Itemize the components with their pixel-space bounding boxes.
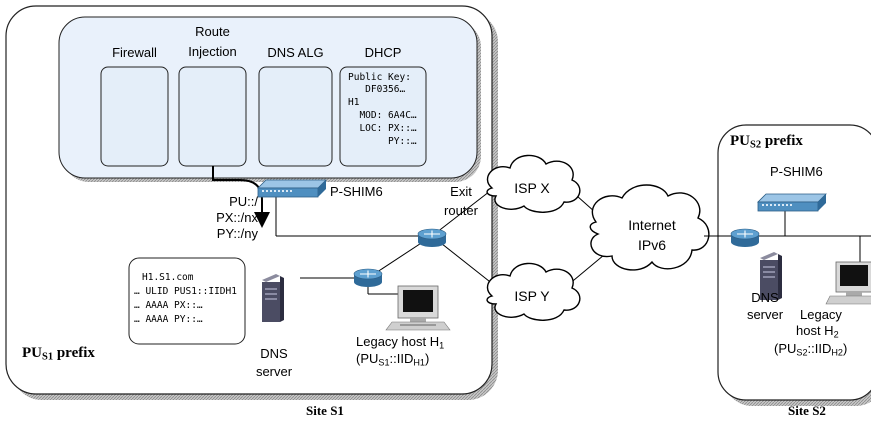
dns-record-line-2: … ULID PUS1::IIDH1 bbox=[134, 286, 237, 297]
exit-router-label-line2: router bbox=[444, 203, 478, 218]
site2-prefix-label: PUS2 prefix bbox=[730, 133, 803, 151]
dns-alg-module bbox=[258, 66, 333, 167]
route-injection-label-line1: Route bbox=[195, 24, 230, 39]
legacy-host-s2-icon bbox=[825, 261, 871, 305]
pshim6-s1-label: P-SHIM6 bbox=[330, 184, 383, 199]
dns-server-s2-label-line1: DNS bbox=[751, 290, 779, 305]
pshim6-s2-label: P-SHIM6 bbox=[770, 164, 823, 179]
internet-label-line1: Internet bbox=[628, 217, 676, 233]
legacy-host-s2-label-line1: Legacy bbox=[800, 307, 842, 322]
legacy-host-s2-label-line3: (PUS2::IIDH2) bbox=[774, 341, 848, 358]
isp-x-label: ISP X bbox=[514, 180, 550, 196]
s1-inner-router-icon bbox=[353, 268, 383, 287]
dhcp-line-3: H1 bbox=[348, 97, 360, 108]
legacy-host-s1-label-line2: (PUS1::IIDH1) bbox=[356, 351, 430, 368]
site2-caption: Site S2 bbox=[788, 403, 826, 418]
firewall-module bbox=[100, 66, 169, 167]
dhcp-label: DHCP bbox=[364, 45, 402, 60]
exit-router-icon bbox=[417, 228, 447, 247]
link-ispy-internet bbox=[567, 254, 605, 286]
route-injection-module bbox=[178, 66, 247, 167]
isp-y-label: ISP Y bbox=[514, 288, 550, 304]
dns-server-s1-icon bbox=[262, 274, 284, 322]
dhcp-line-5: LOC: PX::… bbox=[348, 123, 417, 134]
legacy-host-s1-label-line1: Legacy host H1 bbox=[356, 334, 445, 351]
dns-record-line-4: … AAAA PY::… bbox=[134, 314, 203, 325]
dns-record-line-3: … AAAA PX::… bbox=[134, 300, 203, 311]
isp-x-cloud bbox=[486, 154, 581, 213]
dns-server-s1-label-line1: DNS bbox=[260, 346, 288, 361]
link-exit-ispx bbox=[431, 187, 495, 237]
dhcp-module bbox=[339, 66, 427, 167]
dns-server-s1-label-line2: server bbox=[255, 364, 293, 379]
legacy-host-s1-icon bbox=[385, 285, 451, 331]
site1-prefix-label: PUS1 prefix bbox=[22, 345, 95, 363]
legacy-host-s2-label-line2: host H2 bbox=[796, 323, 839, 340]
route-prefix-py: PY::/ny bbox=[216, 226, 258, 241]
site1-caption: Site S1 bbox=[306, 403, 344, 418]
route-prefix-pu: PU::/ bbox=[229, 194, 258, 209]
pshim6-switch-s2 bbox=[757, 193, 827, 212]
exit-router-label-line1: Exit bbox=[450, 184, 472, 199]
dns-record-line-1: H1.S1.com bbox=[142, 272, 194, 283]
dns-server-s2-icon bbox=[760, 252, 782, 300]
site2-boundary bbox=[717, 124, 871, 401]
route-injection-label-line2: Injection bbox=[188, 44, 237, 59]
internet-cloud bbox=[589, 184, 710, 271]
dns-alg-label: DNS ALG bbox=[267, 45, 324, 60]
route-prefix-px: PX::/nx bbox=[216, 210, 258, 225]
pshim6-switch-s1 bbox=[257, 179, 327, 198]
dhcp-line-2: DF0356… bbox=[348, 84, 406, 95]
dns-server-s2-label-line2: server bbox=[746, 307, 784, 322]
dhcp-line-1: Public Key: bbox=[348, 72, 411, 83]
internet-label-line2: IPv6 bbox=[637, 237, 666, 253]
dns-records-box bbox=[128, 257, 246, 345]
s2-router-icon bbox=[730, 228, 760, 247]
dhcp-line-4: MOD: 6A4C… bbox=[348, 110, 417, 121]
isp-y-cloud bbox=[486, 262, 581, 321]
route-injection-arrow bbox=[212, 166, 270, 228]
firewall-label: Firewall bbox=[112, 45, 157, 60]
dhcp-line-6: PY::… bbox=[348, 136, 417, 147]
